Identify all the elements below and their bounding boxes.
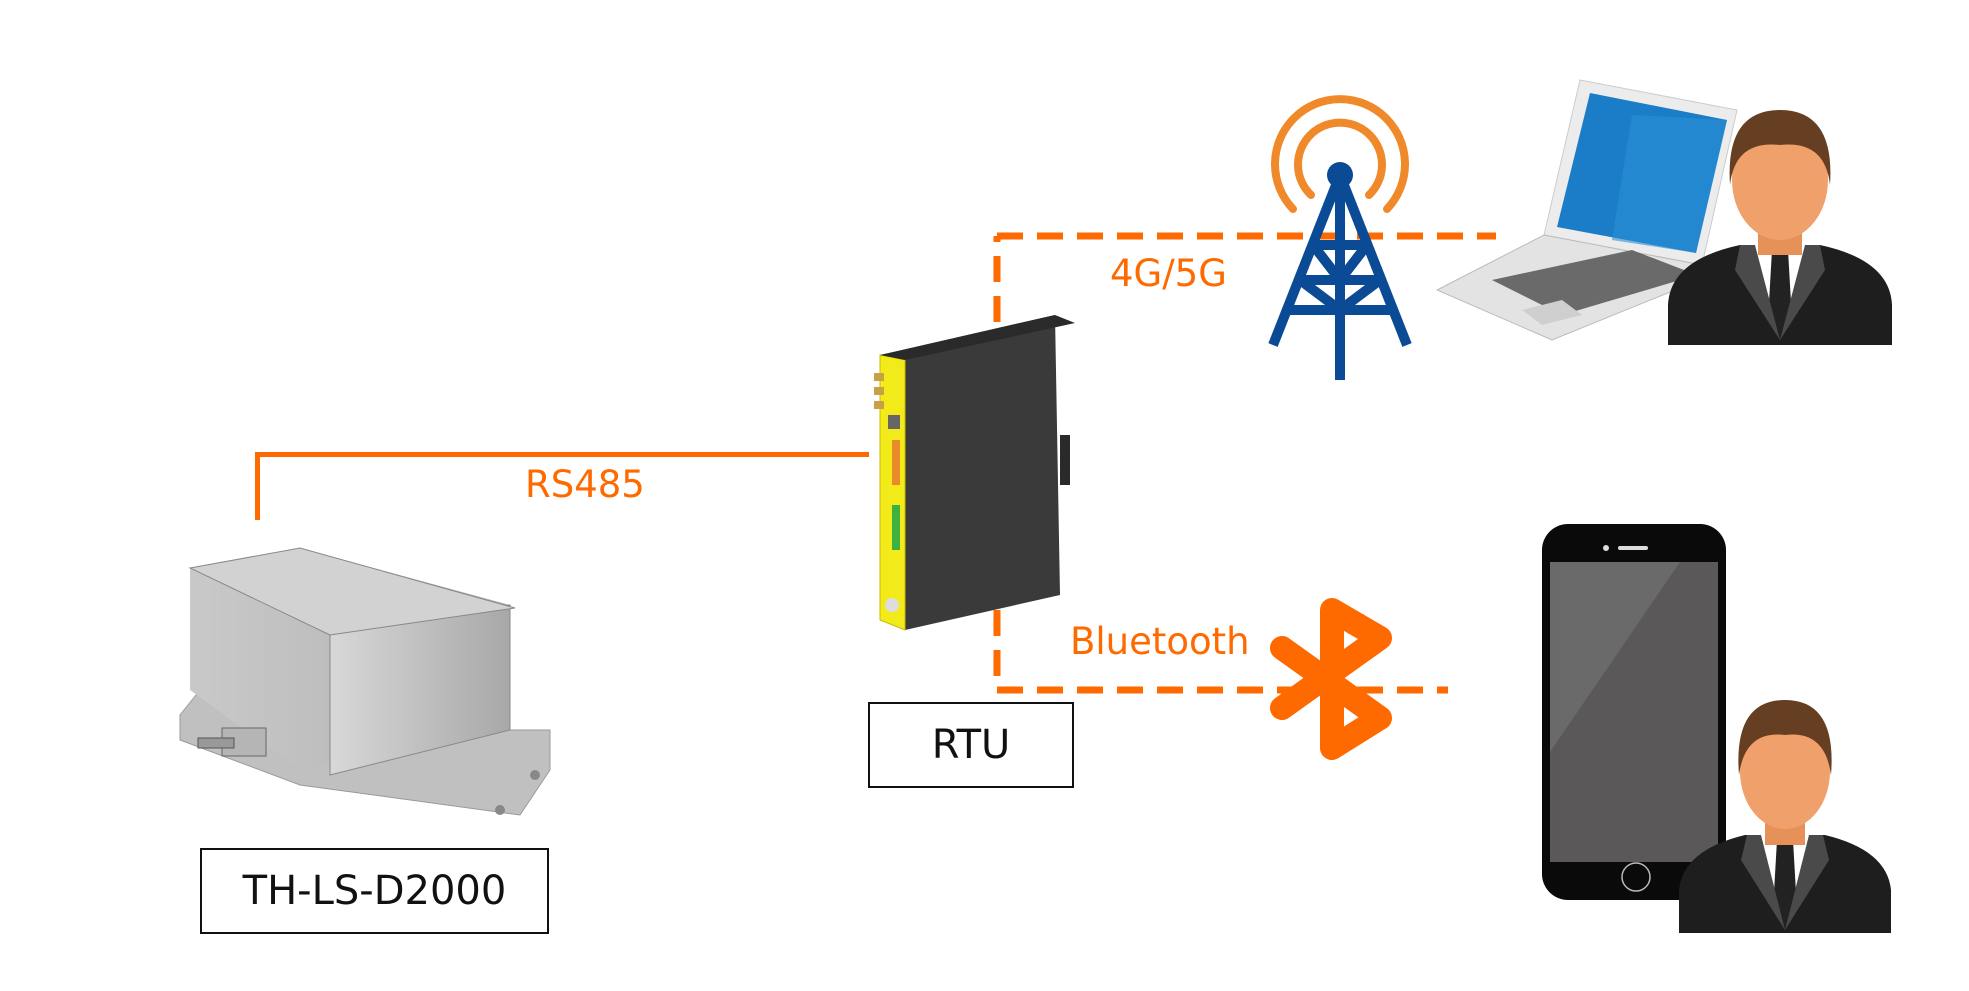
sensor-enclosure-icon (179, 547, 551, 816)
rs485-label: RS485 (525, 463, 645, 506)
rs485-wire-vertical (255, 452, 260, 520)
rtu-label-box: RTU (868, 702, 1074, 788)
sensor-label-box: TH-LS-D2000 (200, 848, 549, 934)
bluetooth-label: Bluetooth (1070, 620, 1250, 663)
bluetooth-icon (1270, 598, 1392, 760)
person-icon (1668, 110, 1892, 345)
4g5g-label: 4G/5G (1110, 252, 1227, 295)
cell-tower-icon (1268, 95, 1412, 380)
signal-wave-outer (1271, 95, 1409, 213)
rs485-wire-horizontal (255, 452, 869, 457)
person-icon-bottom (1679, 700, 1891, 933)
smartphone-icon (1542, 524, 1726, 900)
signal-wave-inner (1294, 118, 1386, 199)
rtu-device-icon (874, 315, 1075, 631)
laptop-icon (1435, 79, 1738, 341)
